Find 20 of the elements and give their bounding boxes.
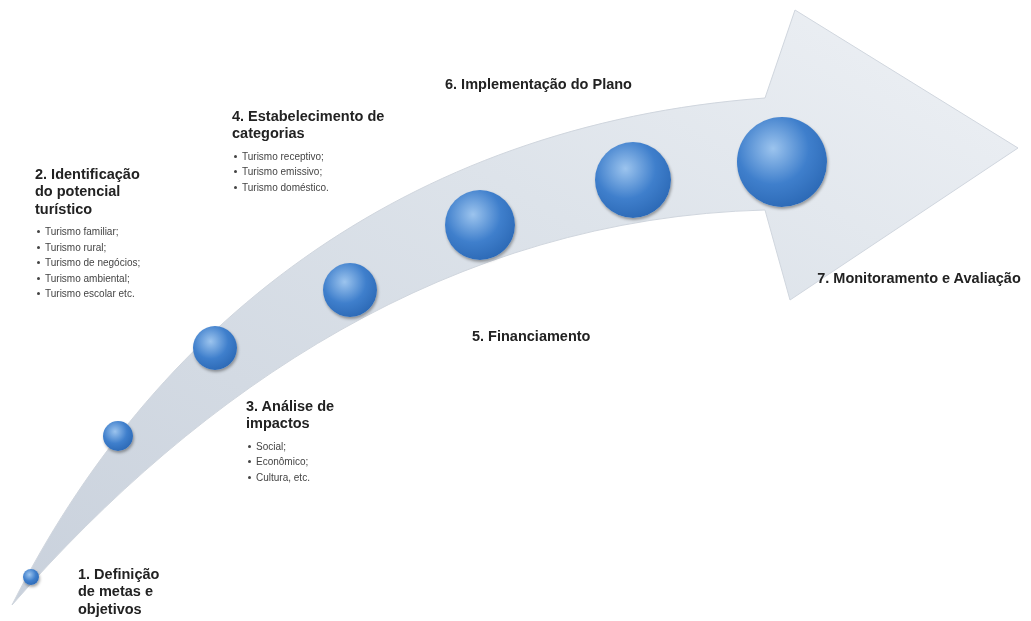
step-title: 6. Implementação do Plano: [445, 76, 633, 94]
step-title: 7. Monitoramento e Avaliação: [816, 270, 1022, 288]
step-title: 1. Definição de metas e objetivos: [78, 566, 161, 619]
step-title: 2. Identificação do potencial turístico: [35, 166, 141, 219]
step-title: 3. Análise de impactos: [246, 398, 336, 433]
step-title: 4. Estabelecimento de categorias: [232, 108, 386, 143]
bullet-item: Turismo receptivo;: [232, 148, 397, 165]
bullet-item: Turismo escolar etc.: [35, 286, 160, 302]
bullet-item: Social;: [246, 438, 366, 455]
bullet-item: Turismo emissivo;: [232, 164, 397, 180]
bullet-item: Turismo doméstico.: [232, 179, 397, 196]
bullet-item: Turismo de negócios;: [35, 255, 160, 271]
bullet-item: Econômico;: [246, 454, 366, 470]
bullet-item: Cultura, etc.: [246, 469, 366, 486]
bullet-item: Turismo rural;: [35, 239, 160, 256]
bullet-item: Turismo ambiental;: [35, 270, 160, 287]
bullet-item: Turismo familiar;: [35, 224, 160, 240]
step-title: 5. Financiamento: [472, 328, 592, 346]
sphere-marker: [103, 421, 133, 451]
sphere-marker: [23, 569, 39, 585]
